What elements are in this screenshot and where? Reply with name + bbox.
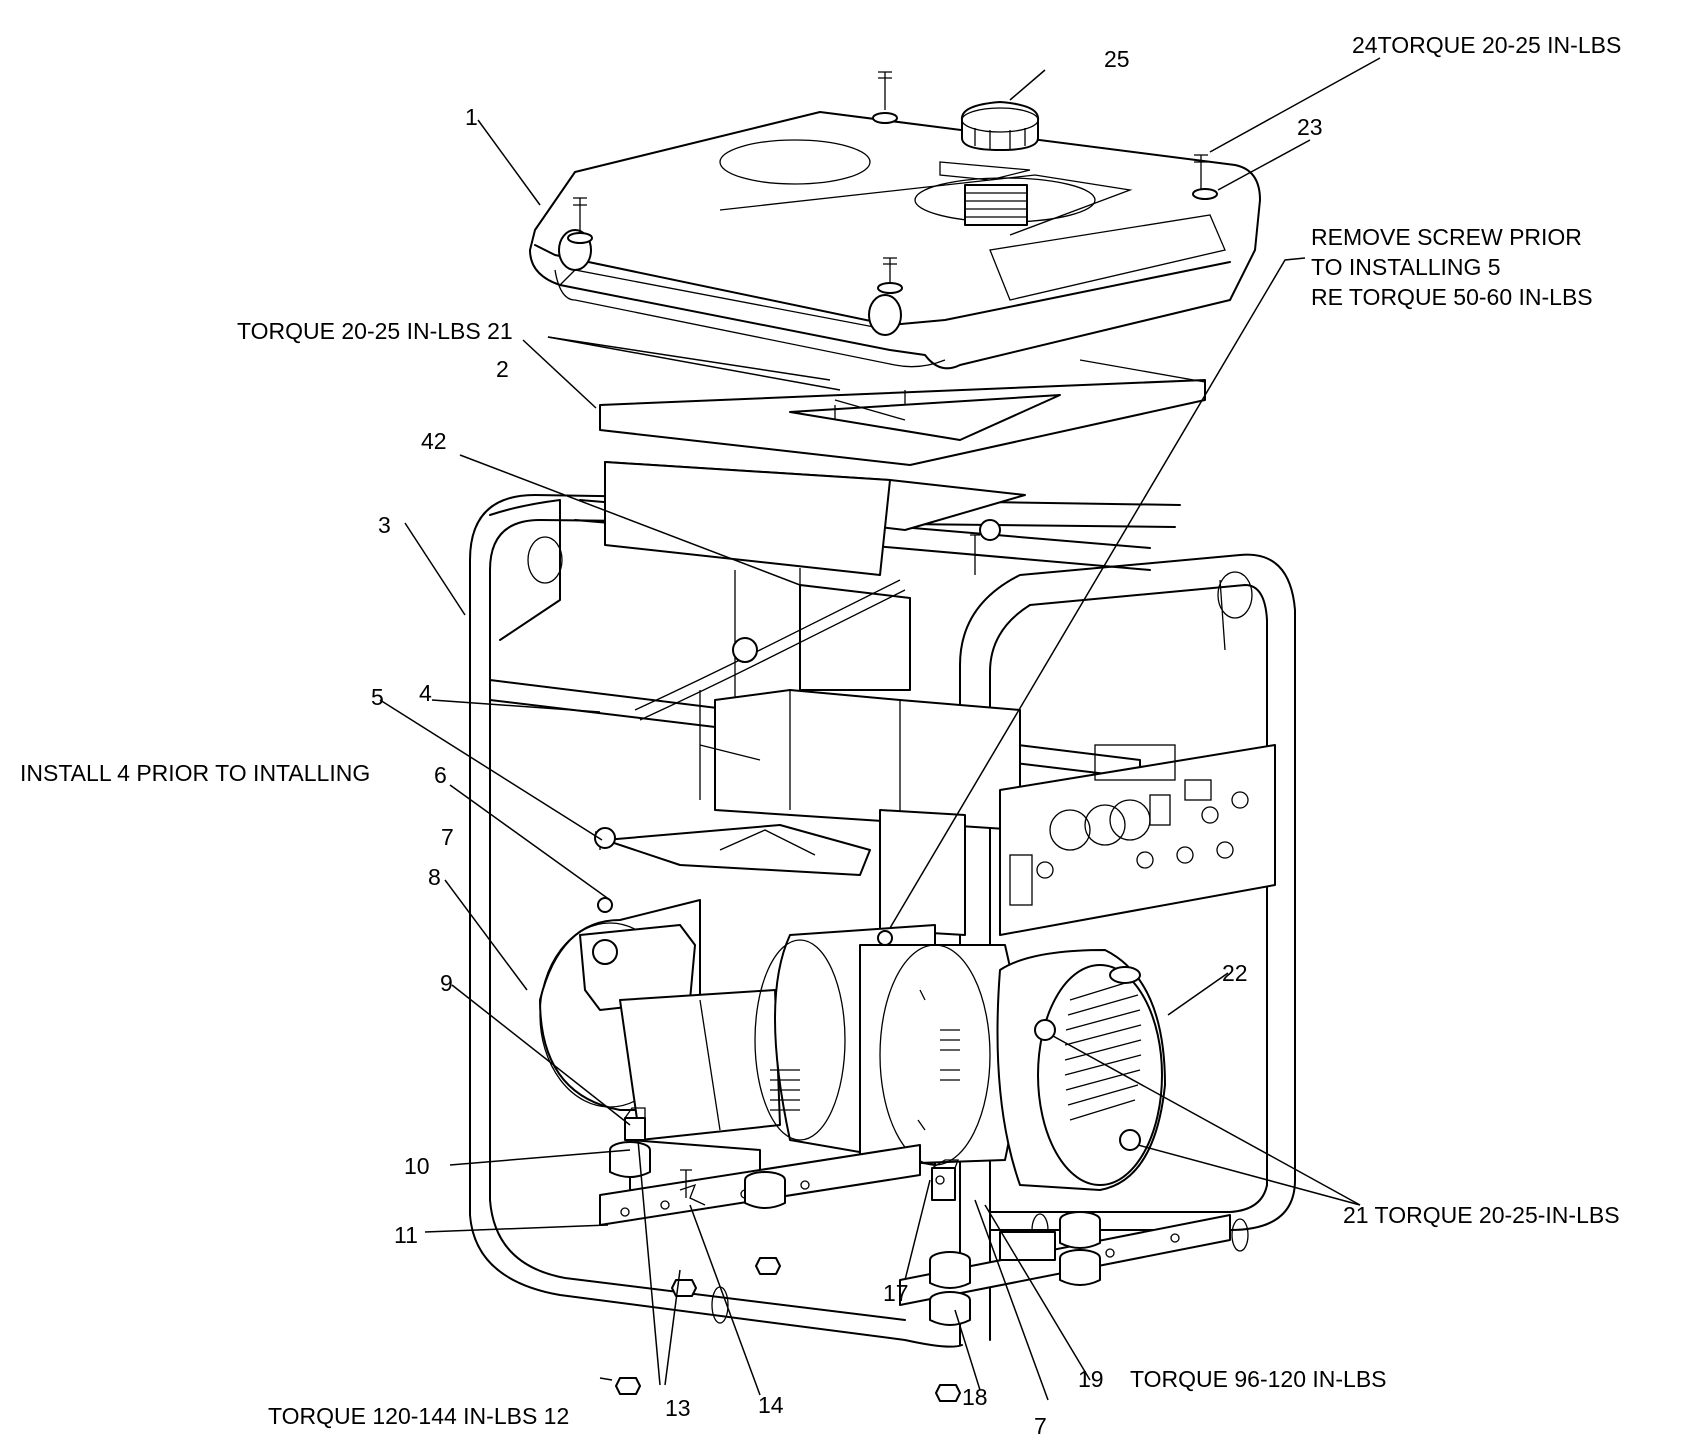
note-item-21-torque-right: 21 TORQUE 20-25-IN-LBS <box>1343 1202 1620 1228</box>
note-item-21-torque-top: TORQUE 20-25 IN-LBS 21 <box>237 318 513 344</box>
tank-hardware <box>567 71 1218 294</box>
callout-7-bottom: 7 <box>1034 1413 1047 1439</box>
leader-lines <box>379 57 1381 1401</box>
callout-13: 13 <box>665 1395 691 1421</box>
callout-22: 22 <box>1222 960 1248 986</box>
callout-8: 8 <box>428 864 441 890</box>
note-install-4: INSTALL 4 PRIOR TO INTALLING <box>20 760 371 786</box>
callout-25: 25 <box>1104 46 1130 72</box>
callout-42: 42 <box>421 428 447 454</box>
alternator <box>754 924 1019 1166</box>
callout-4: 4 <box>419 680 432 706</box>
engine <box>699 689 1021 936</box>
callout-10: 10 <box>404 1153 430 1179</box>
callout-3: 3 <box>378 512 391 538</box>
callout-2: 2 <box>496 356 509 382</box>
callout-6: 6 <box>434 762 447 788</box>
fuel-tank <box>529 111 1261 370</box>
control-panel <box>999 744 1276 936</box>
note-item-12-torque: TORQUE 120-144 IN-LBS 12 <box>268 1403 570 1429</box>
callout-7-left: 7 <box>441 824 454 850</box>
callout-11: 11 <box>394 1222 418 1248</box>
heat-shield <box>604 461 1026 720</box>
frame-tube <box>469 494 1296 1348</box>
note-remove-screw: REMOVE SCREW PRIOR TO INSTALLING 5 RE TO… <box>1311 224 1593 310</box>
note-item-19-torque: TORQUE 96-120 IN-LBS <box>1130 1366 1387 1392</box>
fuel-line <box>634 579 906 721</box>
fuel-cap <box>960 101 1040 151</box>
note-item-24-torque: 24TORQUE 20-25 IN-LBS <box>1352 32 1622 58</box>
end-bell <box>996 949 1166 1191</box>
tank-bracket <box>599 359 1206 466</box>
callout-9: 9 <box>440 970 453 996</box>
callout-18: 18 <box>962 1384 988 1410</box>
callout-5: 5 <box>371 684 384 710</box>
fasteners <box>594 390 1001 1402</box>
callout-23: 23 <box>1297 114 1323 140</box>
callout-14: 14 <box>758 1392 784 1418</box>
callout-17: 17 <box>883 1280 909 1306</box>
callout-19: 19 <box>1078 1366 1104 1392</box>
callout-1: 1 <box>465 104 478 130</box>
engine-shroud <box>604 824 871 876</box>
